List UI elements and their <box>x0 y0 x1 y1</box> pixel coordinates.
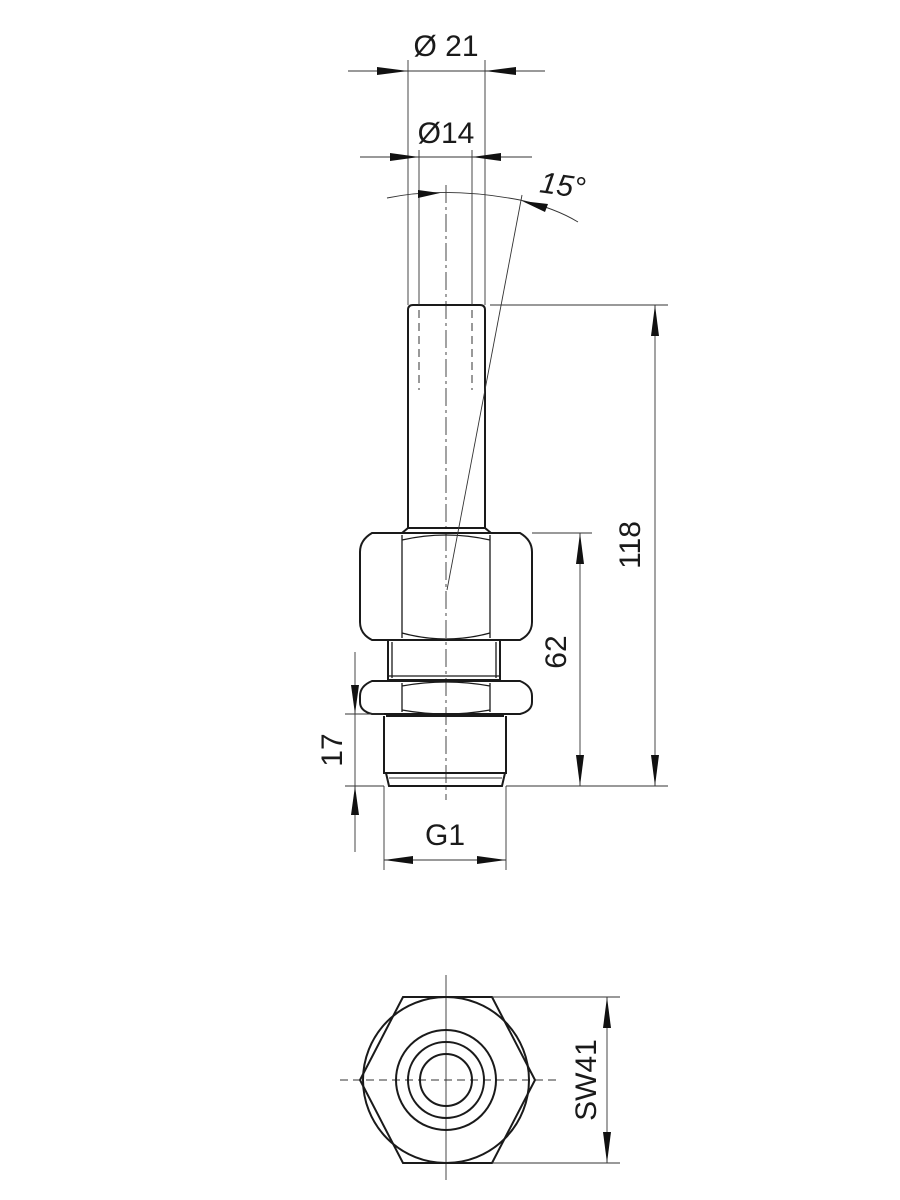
dim-total-length: 118 <box>614 521 647 569</box>
dim-wrench-size: SW41 <box>570 1039 603 1121</box>
side-view <box>359 185 533 800</box>
thread-body <box>383 715 507 774</box>
arrow <box>377 67 408 75</box>
dimensions: Ø 21 Ø14 15° 118 62 17 <box>316 30 668 870</box>
dim-thread: G1 <box>425 819 465 852</box>
dim-inner-diameter: Ø14 <box>418 117 475 150</box>
dim-angle: 15° <box>538 166 588 205</box>
dim-fitting-length: 62 <box>540 635 573 668</box>
dim-outer-diameter: Ø 21 <box>413 30 478 63</box>
arrow <box>485 67 516 75</box>
end-view: SW41 <box>340 975 620 1180</box>
bore-circle <box>419 1053 473 1107</box>
angle-line <box>446 194 523 591</box>
hex-nut-upper <box>359 532 533 641</box>
neck <box>387 639 501 681</box>
chamfer-circle <box>362 996 530 1164</box>
dim-thread-length: 17 <box>316 733 349 766</box>
thermowell-tube <box>407 304 486 528</box>
lock-nut <box>359 680 533 715</box>
